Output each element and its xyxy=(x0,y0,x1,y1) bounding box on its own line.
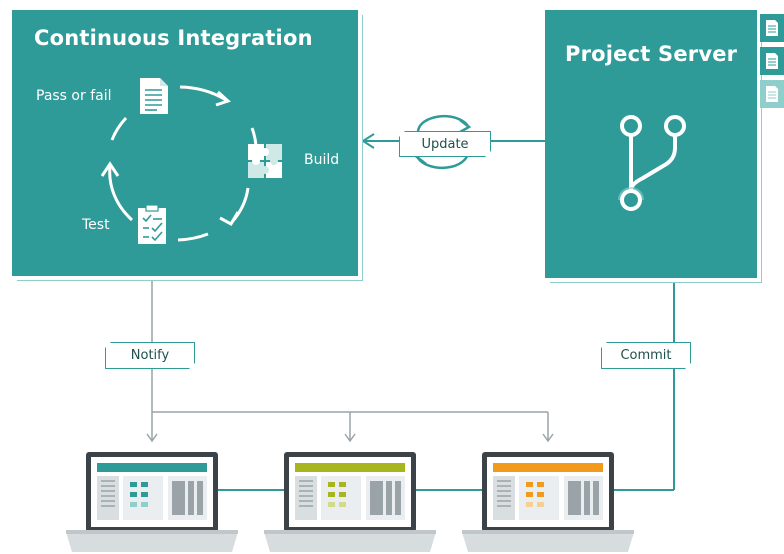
ci-box: Continuous Integration Pass or fail Buil… xyxy=(12,10,358,276)
arrow-laptop-3 xyxy=(542,433,554,443)
file-icon xyxy=(766,20,778,36)
step-label-build: Build xyxy=(304,152,340,168)
document-tab-2[interactable] xyxy=(760,47,784,75)
server-title: Project Server xyxy=(565,42,738,66)
arrow-laptop-2 xyxy=(344,433,356,443)
arrow-laptop-1 xyxy=(146,433,158,443)
step-label-test: Test xyxy=(82,217,110,233)
file-icon xyxy=(766,53,778,69)
laptop-1 xyxy=(66,452,238,552)
document-tab-3[interactable] xyxy=(760,80,784,108)
step-label-pass-or-fail: Pass or fail xyxy=(36,88,112,104)
puzzle-icon xyxy=(248,144,282,178)
cycle-arrows xyxy=(100,85,258,242)
laptop-2 xyxy=(264,452,436,552)
project-server-box: Project Server xyxy=(545,10,757,278)
update-arrowhead xyxy=(361,133,375,149)
ci-cycle xyxy=(100,78,282,244)
document-tab-1[interactable] xyxy=(760,14,784,42)
branch-icon xyxy=(618,115,686,211)
clipboard-checklist-icon xyxy=(138,204,166,244)
ci-title: Continuous Integration xyxy=(34,26,313,50)
commit-tag: Commit xyxy=(601,342,691,369)
file-icon xyxy=(766,86,778,102)
document-icon xyxy=(140,78,168,114)
laptop-3 xyxy=(462,452,634,552)
update-tag: Update xyxy=(399,131,491,157)
notify-tag: Notify xyxy=(105,342,195,369)
